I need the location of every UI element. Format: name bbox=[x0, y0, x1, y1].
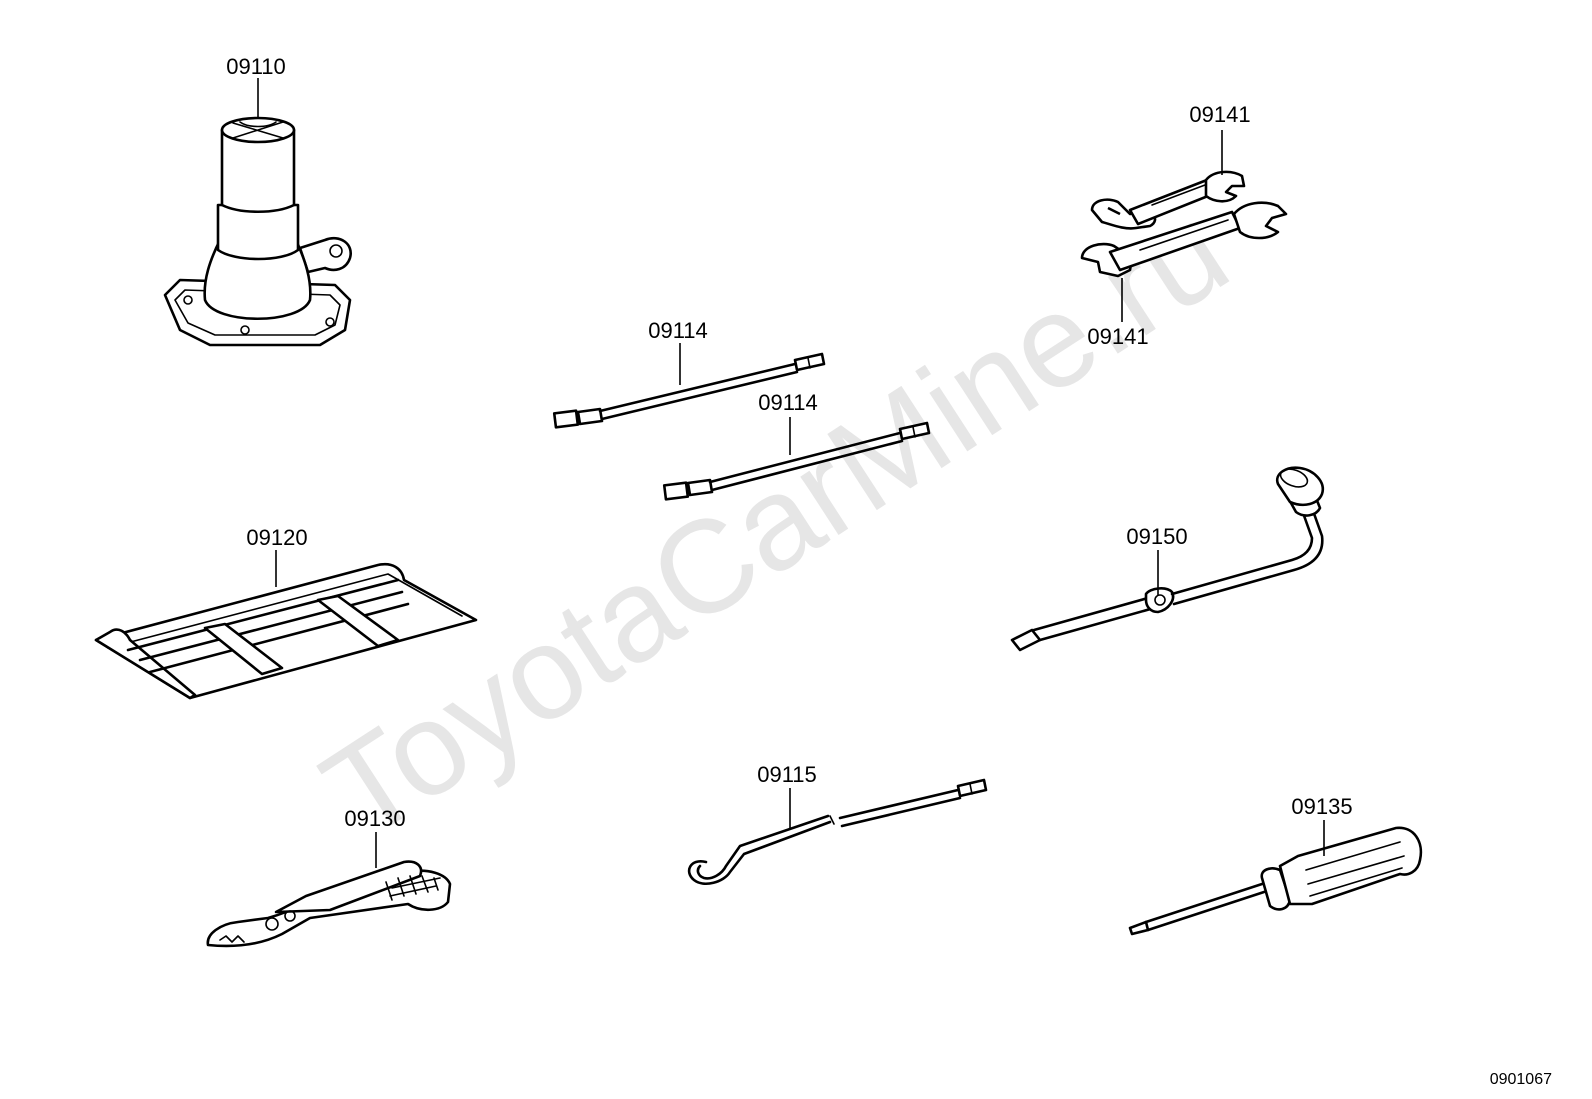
part-label-09115: 09115 bbox=[757, 762, 817, 787]
part-label-09114-lower: 09114 bbox=[758, 390, 818, 415]
document-number: 0901067 bbox=[1490, 1071, 1552, 1088]
part-label-09141-upper: 09141 bbox=[1189, 102, 1250, 127]
wrench-upper-drawing bbox=[1090, 170, 1246, 230]
part-label-09130: 09130 bbox=[344, 806, 405, 831]
screwdriver-drawing bbox=[1128, 826, 1423, 936]
part-label-09141-lower: 09141 bbox=[1087, 324, 1148, 349]
part-label-09110: 09110 bbox=[226, 54, 286, 79]
jack-drawing bbox=[163, 116, 352, 347]
jack-handle-upper-drawing bbox=[552, 352, 826, 429]
wheel-nut-wrench-drawing bbox=[1010, 466, 1325, 652]
part-label-09114-upper: 09114 bbox=[648, 318, 708, 343]
part-label-09120: 09120 bbox=[246, 525, 307, 550]
part-label-09150: 09150 bbox=[1126, 524, 1187, 549]
part-label-09135: 09135 bbox=[1291, 794, 1352, 819]
wrench-lower-drawing bbox=[1080, 201, 1288, 278]
jack-handle-lower-drawing bbox=[662, 421, 931, 501]
hook-handle-drawing bbox=[687, 778, 988, 885]
tool-bag-drawing bbox=[94, 562, 478, 700]
pliers-drawing bbox=[206, 860, 452, 948]
